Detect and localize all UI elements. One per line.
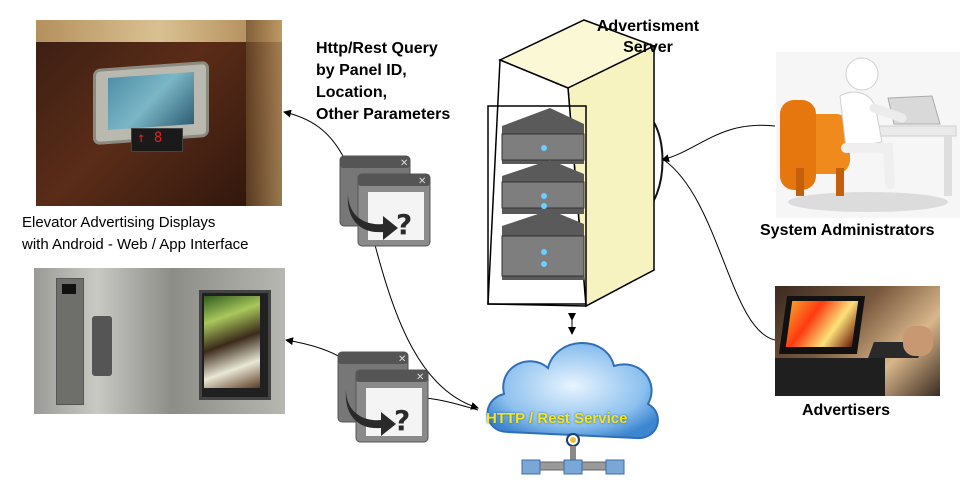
cloud-label: HTTP / Rest Service bbox=[486, 410, 628, 427]
server-units bbox=[501, 108, 585, 280]
query-window-icon: ✕ ✕ ? bbox=[337, 351, 429, 443]
advertiser-to-server-arrow bbox=[663, 159, 776, 341]
svg-text:✕: ✕ bbox=[418, 176, 426, 187]
advertisers-label: Advertisers bbox=[802, 402, 891, 419]
sysadmins-label: System Administrators bbox=[760, 222, 935, 239]
cloud-icon bbox=[486, 342, 659, 475]
server-label: Advertisment Server bbox=[588, 16, 708, 58]
svg-text:?: ? bbox=[394, 404, 410, 437]
admin-to-server-arrow bbox=[661, 124, 776, 163]
query-label-line: Http/Rest Query bbox=[316, 40, 438, 57]
server-rack-icon bbox=[487, 19, 656, 308]
query-label-line: Other Parameters bbox=[316, 106, 451, 123]
query-to-panel-arrow bbox=[283, 109, 346, 161]
svg-text:?: ? bbox=[396, 208, 412, 241]
server-label-line: Advertisment bbox=[596, 18, 700, 35]
admin-figure-icon bbox=[776, 52, 960, 218]
query-label: Http/Rest Query by Panel ID, Location, O… bbox=[316, 38, 450, 126]
query2-to-cloud-arrow bbox=[424, 397, 479, 411]
query-label-line: Location, bbox=[316, 84, 388, 101]
displays-label-line: with Android - Web / App Interface bbox=[22, 236, 249, 253]
svg-text:✕: ✕ bbox=[416, 372, 424, 383]
displays-label: Elevator Advertising Displays with Andro… bbox=[22, 212, 249, 256]
query-window-icon: ✕ ✕ ? bbox=[339, 155, 431, 247]
server-label-line: Server bbox=[623, 39, 673, 56]
query-to-cloud-arrow bbox=[374, 244, 479, 410]
svg-text:✕: ✕ bbox=[400, 158, 408, 169]
elevator-panel-photo: ↑ 8 bbox=[36, 20, 282, 206]
elevator-display-photo bbox=[34, 268, 285, 414]
advertiser-laptop-photo bbox=[775, 286, 940, 396]
query-label-line: by Panel ID, bbox=[316, 62, 407, 79]
displays-label-line: Elevator Advertising Displays bbox=[22, 214, 216, 231]
svg-text:✕: ✕ bbox=[398, 354, 406, 365]
